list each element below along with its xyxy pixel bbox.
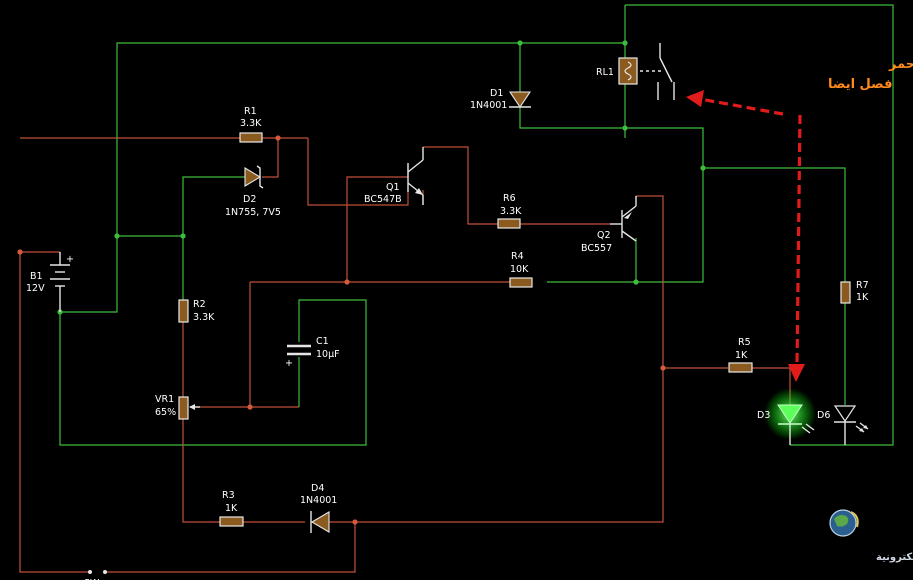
diode-d4[interactable]: D4 1N4001 xyxy=(300,483,337,533)
resistor-r5[interactable]: R5 1K xyxy=(728,337,753,373)
r5-value: 1K xyxy=(735,350,748,361)
r6-ref: R6 xyxy=(503,193,516,204)
battery-b1[interactable]: + B1 12V xyxy=(26,252,74,312)
red-wires xyxy=(19,137,791,573)
r3-ref: R3 xyxy=(222,490,235,501)
q2-value: BC557 xyxy=(581,243,612,254)
switch-sw[interactable]: SW xyxy=(84,570,107,580)
sw-ref: SW xyxy=(84,578,100,580)
d3-ref: D3 xyxy=(757,410,770,421)
r4-ref: R4 xyxy=(511,251,524,262)
r7-value: 1K xyxy=(856,292,869,303)
r7-ref: R7 xyxy=(856,280,869,291)
diode-d1[interactable]: D1 1N4001 xyxy=(470,88,532,111)
annotation-arrows xyxy=(686,90,805,382)
site-logo: القرية الالكترونية xyxy=(829,509,913,563)
c1-value: 10µF xyxy=(316,349,340,360)
resistor-r3[interactable]: R3 1K xyxy=(219,490,244,527)
q1-value: BC547B xyxy=(364,194,402,205)
r1-value: 3.3K xyxy=(240,118,262,129)
green-wires xyxy=(59,4,894,446)
q1-ref: Q1 xyxy=(386,182,400,193)
resistor-r4[interactable]: R4 10K xyxy=(509,251,533,288)
transistor-q2[interactable]: Q2 BC557 xyxy=(581,196,637,254)
vr1-value: 65% xyxy=(155,407,176,418)
vr1-ref: VR1 xyxy=(155,394,174,405)
logo-text: القرية الالكترونية xyxy=(876,552,913,563)
d4-value: 1N4001 xyxy=(300,495,337,506)
r3-value: 1K xyxy=(225,503,238,514)
c1-ref: C1 xyxy=(316,336,329,347)
d2-ref: D2 xyxy=(243,194,256,205)
q2-ref: Q2 xyxy=(597,230,611,241)
d6-ref: D6 xyxy=(817,410,830,421)
resistor-r1[interactable]: R1 3.3K xyxy=(239,106,263,143)
d1-ref: D1 xyxy=(490,88,503,99)
capacitor-c1[interactable]: + C1 10µF xyxy=(285,336,340,369)
resistor-r6[interactable]: R6 3.3K xyxy=(497,193,522,229)
rl1-ref: RL1 xyxy=(596,67,614,78)
b1-value: 12V xyxy=(26,283,45,294)
r2-value: 3.3K xyxy=(193,312,215,323)
relay-rl1[interactable]: RL1 xyxy=(596,43,675,100)
resistor-r2[interactable]: R2 3.3K xyxy=(178,299,215,323)
r1-ref: R1 xyxy=(244,106,257,117)
r6-value: 3.3K xyxy=(500,206,522,217)
c1-plus-sign: + xyxy=(285,358,293,369)
led-d3-lit[interactable]: D3 xyxy=(757,388,816,445)
d2-value: 1N755, 7V5 xyxy=(225,207,281,218)
potentiometer-vr1[interactable]: VR1 65% xyxy=(155,394,200,420)
resistor-r7[interactable]: R7 1K xyxy=(840,280,869,304)
r2-ref: R2 xyxy=(193,299,206,310)
b1-ref: B1 xyxy=(30,271,43,282)
led-d6[interactable]: D6 xyxy=(817,405,869,445)
transistor-q1[interactable]: Q1 BC547B xyxy=(364,147,424,205)
annotation-line-2: فصل ايضا xyxy=(828,77,892,92)
b1-plus-sign: + xyxy=(66,254,74,265)
r4-value: 10K xyxy=(510,264,529,275)
d1-value: 1N4001 xyxy=(470,100,507,111)
junction-dots xyxy=(17,40,706,525)
r5-ref: R5 xyxy=(738,337,751,348)
annotation-line-1: هنا الريلاي فصل والليد الاحمر xyxy=(888,57,913,72)
zener-diode-d2[interactable]: D2 1N755, 7V5 xyxy=(225,165,281,218)
d4-ref: D4 xyxy=(311,483,324,494)
